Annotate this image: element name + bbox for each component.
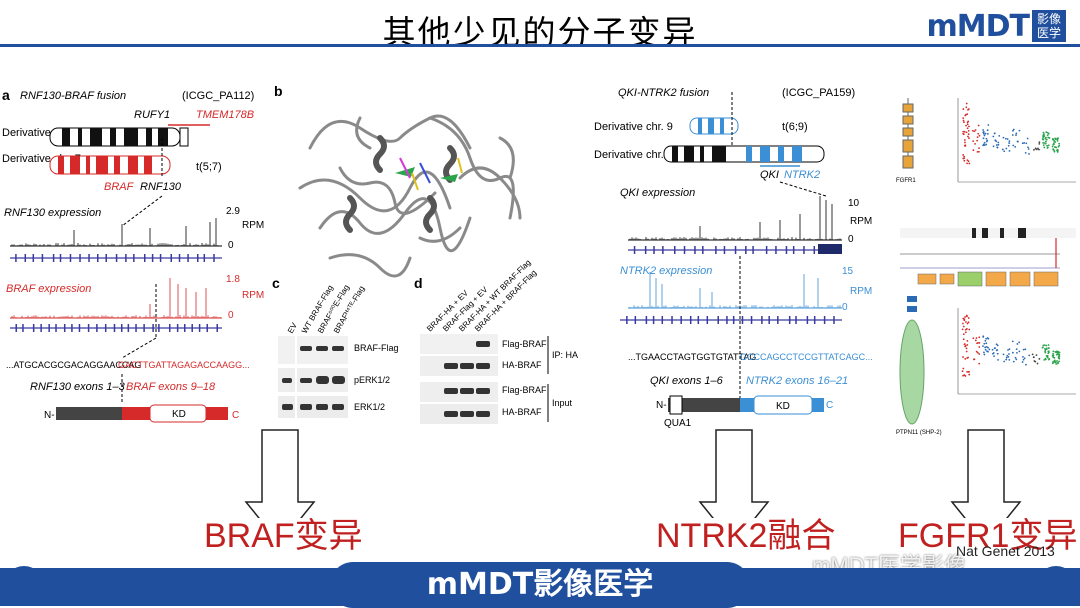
panel-a-rpm2: 1.8 <box>226 274 240 285</box>
panel-a-expr2: BRAF expression <box>6 283 91 295</box>
panel-a-rpm1: 2.9 <box>226 206 240 217</box>
panel-a-gene1: RUFY1 <box>134 109 170 121</box>
arrow-ntrk2 <box>698 429 770 518</box>
panel-q-exons1: QKI exons 1–6 <box>650 375 724 387</box>
panel-a-zero1: 0 <box>228 240 234 251</box>
panel-c-row-3: ERK1/2 <box>354 402 385 412</box>
panel-b-letter: b <box>274 83 283 99</box>
protein-structure-image <box>298 114 522 278</box>
panel-a-seq2: GACTTGATTAGAGACCAAGG... <box>118 360 250 370</box>
panel-d-row-2: HA-BRAF <box>502 360 542 370</box>
logo-brand: MDT <box>956 8 1030 44</box>
arrow-fgfr1 <box>950 429 1022 518</box>
panel-q-chr9: Derivative chr. 9 <box>594 121 673 133</box>
panel-q-rpm1: 10 <box>848 198 860 209</box>
panel-q-kd: KD <box>776 401 790 412</box>
panel-qki: QKI-NTRK2 fusion (ICGC_PA159) Derivative… <box>594 87 873 429</box>
panel-d: d BRAF-HA + EV BRAF-Flag + EV BRAF-HA + … <box>414 258 578 424</box>
panel-q-qua1-box <box>669 395 683 415</box>
panel-f-ptpn: PTPN11 (SHP-2) <box>896 430 942 436</box>
panel-q-ntrk2: NTRK2 <box>784 169 820 181</box>
panel-q-trans: t(6;9) <box>782 121 808 133</box>
panel-a-braf: BRAF <box>104 181 135 193</box>
panel-d-input: Input <box>552 398 573 408</box>
footer: mMDT影像医学 <box>0 562 1080 608</box>
panel-a-fusion: RNF130-BRAF fusion <box>20 90 126 102</box>
top-rule <box>0 44 1080 47</box>
panel-a-zero2: 0 <box>228 310 234 321</box>
panel-q-chr6: Derivative chr. 6 <box>594 149 673 161</box>
panel-a-kd: KD <box>172 409 186 420</box>
logo-box: 影像医学 <box>1032 10 1066 42</box>
panel-c-letter: c <box>272 275 280 291</box>
source-citation: Nat Genet 2013 <box>956 543 1055 559</box>
panel-q-seq1: ...TGAACCTAGTGGTGTATTAG <box>628 352 756 362</box>
panel-q-rpm-label2: RPM <box>850 286 872 297</box>
panel-q-seq2: GCCCAGCCTCCGTTATCAGC... <box>740 352 873 362</box>
panel-a-kd-box <box>149 404 207 423</box>
panel-a: a RNF130-BRAF fusion (ICGC_PA112) RUFY1 … <box>2 87 264 423</box>
panel-a-gene2: TMEM178B <box>196 109 254 121</box>
figure-panels: a RNF130-BRAF fusion (ICGC_PA112) RUFY1 … <box>2 83 1076 518</box>
down-arrows <box>244 429 1022 518</box>
logo-box-line1: 影像 <box>1036 12 1061 26</box>
panel-a-n: N- <box>44 410 55 421</box>
panel-a-exons2: BRAF exons 9–18 <box>126 381 216 393</box>
panel-q-zero2: 0 <box>842 302 848 313</box>
panel-q-exons2: NTRK2 exons 16–21 <box>746 375 848 387</box>
panel-a-expr1: RNF130 expression <box>4 207 101 219</box>
panel-a-rnf130: RNF130 <box>140 181 182 193</box>
footer-ornament-left <box>4 566 44 606</box>
logo-mark: m <box>926 8 958 44</box>
panel-q-n: N- <box>656 400 667 411</box>
panel-d-ip: IP: HA <box>552 350 578 360</box>
label-fgfr1: FGFR1变异 <box>898 517 1078 555</box>
panel-c-lane-1: EV <box>286 321 299 335</box>
footer-ornament-right <box>1036 566 1076 606</box>
panel-a-seq1: ...ATGCACGCGACAGGAACCAG <box>6 360 141 370</box>
panel-c-row-2: pERK1/2 <box>354 375 390 385</box>
panel-d-row-1: Flag-BRAF <box>502 339 547 349</box>
panel-b: b <box>274 83 522 278</box>
panel-q-expr1: QKI expression <box>620 187 695 199</box>
panel-q-rpm2: 15 <box>842 266 854 277</box>
panel-a-rpm-label1: RPM <box>242 220 264 231</box>
panel-a-letter: a <box>2 87 10 103</box>
panel-c: c EV WT BRAF-Flag BRAF⁶⁰⁰E-Flag BRAFᴴ⁴ᵀᴱ… <box>272 275 399 418</box>
panel-q-c: C <box>826 400 833 411</box>
panel-f-fgfr1: FGFR1 <box>896 178 916 184</box>
label-ntrk2: NTRK2融合 <box>656 517 836 555</box>
panel-d-row-4: HA-BRAF <box>502 407 542 417</box>
panel-q-rpm-label1: RPM <box>850 216 872 227</box>
panel-q-fusion: QKI-NTRK2 fusion <box>618 87 709 99</box>
panel-q-zero1: 0 <box>848 234 854 245</box>
panel-a-protein-left <box>56 407 122 420</box>
panel-q-qua1: QUA1 <box>664 418 692 429</box>
footer-brand: mMDT影像医学 <box>330 562 750 608</box>
panel-a-c: C <box>232 410 239 421</box>
label-braf: BRAF变异 <box>204 517 363 555</box>
panel-q-qki: QKI <box>760 169 779 181</box>
panel-q-protein-left <box>668 398 740 412</box>
arrow-braf <box>244 429 316 518</box>
panel-a-id: (ICGC_PA112) <box>182 90 254 102</box>
panel-d-letter: d <box>414 275 423 291</box>
panel-q-kd-box <box>753 395 813 415</box>
panel-a-rpm-label2: RPM <box>242 290 264 301</box>
panel-a-trans: t(5;7) <box>196 161 222 173</box>
logo-box-line2: 医学 <box>1036 26 1061 40</box>
panel-q-id: (ICGC_PA159) <box>782 87 855 99</box>
panel-a-exons1: RNF130 exons 1–3 <box>30 381 126 393</box>
panel-q-expr2: NTRK2 expression <box>620 265 712 277</box>
panel-fgfr: FGFR1 PTPN11 (SHP-2) <box>896 98 1076 436</box>
panel-d-row-3: Flag-BRAF <box>502 385 547 395</box>
panel-c-row-1: BRAF-Flag <box>354 343 399 353</box>
